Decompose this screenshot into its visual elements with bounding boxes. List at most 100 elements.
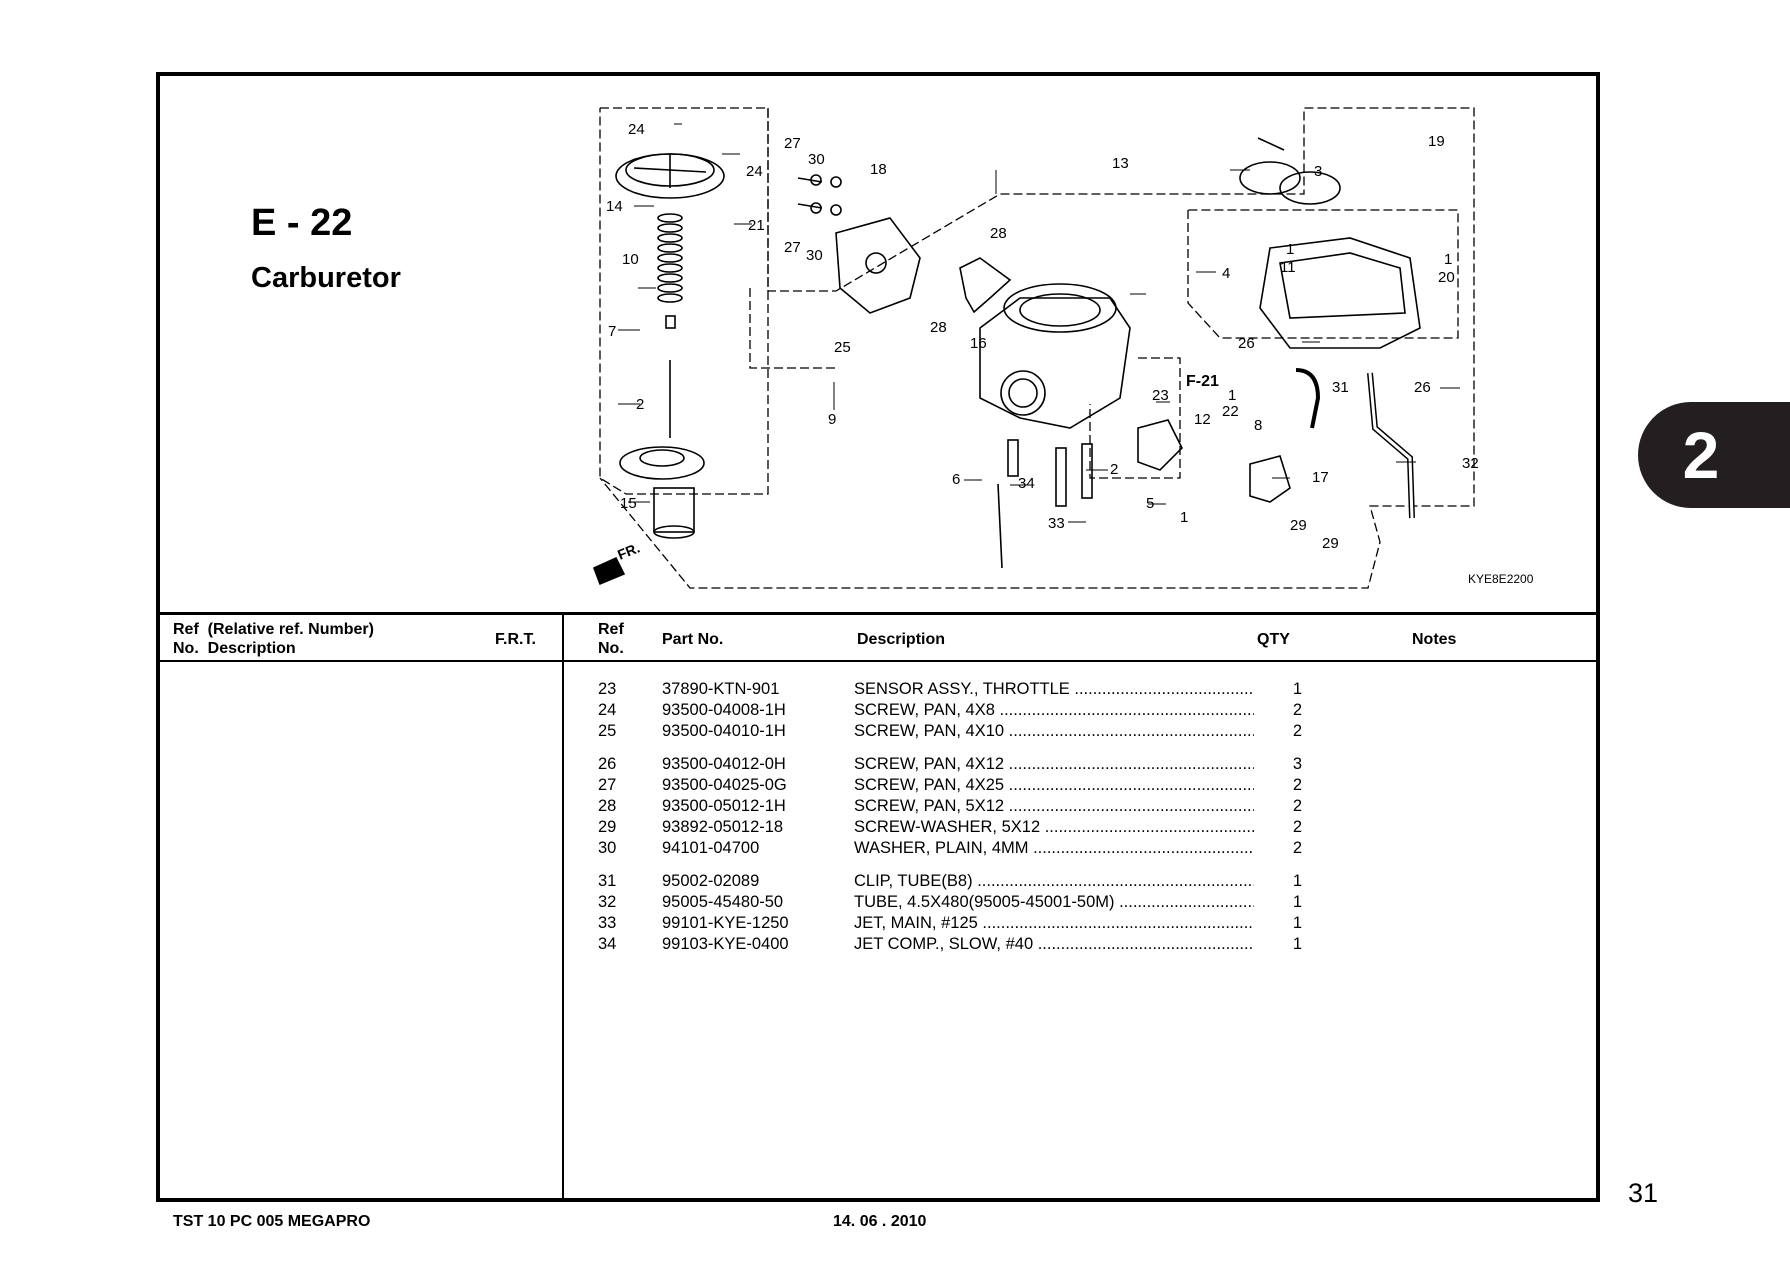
callout-33: 33 xyxy=(1048,515,1065,532)
callout-29b: 29 xyxy=(1322,535,1339,552)
callout-31: 31 xyxy=(1332,379,1349,396)
part-qty: 2 xyxy=(1274,701,1302,720)
part-description: SCREW, PAN, 4X25 xyxy=(854,776,1254,795)
part-qty: 1 xyxy=(1274,914,1302,933)
chapter-tab: 2 xyxy=(1638,402,1790,508)
table-top-rule xyxy=(156,612,1600,615)
callout-18: 18 xyxy=(870,161,887,178)
part-description: WASHER, PLAIN, 4MM xyxy=(854,839,1254,858)
callout-13: 13 xyxy=(1112,155,1129,172)
callout-32: 32 xyxy=(1462,455,1479,472)
part-number: 93892-05012-18 xyxy=(662,818,784,836)
part-description: SCREW, PAN, 4X12 xyxy=(854,755,1254,774)
parts-ref: 26 xyxy=(598,755,617,773)
part-description: SCREW, PAN, 4X8 xyxy=(854,701,1254,720)
part-qty: 1 xyxy=(1274,935,1302,954)
callout-16: 16 xyxy=(970,335,987,352)
part-number: 94101-04700 xyxy=(662,839,760,857)
callout-11: 11 xyxy=(1280,259,1296,276)
part-number: 93500-04012-0H xyxy=(662,755,786,773)
document-date: 14. 06 . 2010 xyxy=(833,1213,927,1230)
callout-28b: 28 xyxy=(930,319,947,336)
callout-1d: 1 xyxy=(1180,509,1188,526)
document-code: TST 10 PC 005 MEGAPRO xyxy=(173,1213,371,1230)
header-no-label: No. xyxy=(173,640,199,657)
parts-ref: 29 xyxy=(598,818,617,836)
parts-ref: 32 xyxy=(598,893,617,911)
part-number: 93500-04010-1H xyxy=(662,722,786,740)
part-description: SCREW, PAN, 4X10 xyxy=(854,722,1254,741)
parts-ref: 24 xyxy=(598,701,617,719)
callout-34: 34 xyxy=(1018,475,1035,492)
part-qty: 1 xyxy=(1274,872,1302,891)
callout-30b: 30 xyxy=(806,247,823,264)
part-description: CLIP, TUBE(B8) xyxy=(854,872,1254,891)
table-header-rule xyxy=(156,660,1600,662)
diagram-code: KYE8E2200 xyxy=(1468,572,1534,586)
header-frt: F.R.T. xyxy=(495,631,536,648)
part-number: 93500-04025-0G xyxy=(662,776,787,794)
parts-ref: 25 xyxy=(598,722,617,740)
callout-29: 29 xyxy=(1290,517,1307,534)
part-qty: 3 xyxy=(1274,755,1302,774)
callout-26: 26 xyxy=(1238,335,1255,352)
parts-ref: 34 xyxy=(598,935,617,953)
callout-14: 14 xyxy=(606,198,623,215)
part-number: 93500-05012-1H xyxy=(662,797,786,815)
part-number: 99101-KYE-1250 xyxy=(662,914,789,932)
section-title: Carburetor xyxy=(251,262,401,294)
page-frame xyxy=(156,72,1600,1202)
header-notes: Notes xyxy=(1412,631,1457,648)
exploded-parts-diagram: 24 24 27 30 18 13 19 3 14 21 27 30 10 28… xyxy=(592,107,1479,589)
callout-8: 8 xyxy=(1254,417,1262,434)
callout-28: 28 xyxy=(990,225,1007,242)
part-qty: 2 xyxy=(1274,722,1302,741)
part-qty: 2 xyxy=(1274,818,1302,837)
header-ref-no: No. xyxy=(598,640,624,657)
callout-17: 17 xyxy=(1312,469,1329,486)
callout-7: 7 xyxy=(608,323,616,340)
parts-ref: 31 xyxy=(598,872,617,890)
callout-12: 12 xyxy=(1194,411,1211,428)
parts-ref: 23 xyxy=(598,680,617,698)
table-column-divider xyxy=(562,612,564,1200)
section-code: E - 22 xyxy=(251,202,353,244)
callout-23: 23 xyxy=(1152,387,1169,404)
parts-ref: 28 xyxy=(598,797,617,815)
header-ref: Ref xyxy=(598,621,624,638)
part-qty: 1 xyxy=(1274,893,1302,912)
callout-6: 6 xyxy=(952,471,960,488)
header-ref-label: Ref xyxy=(173,621,199,638)
part-number: 95002-02089 xyxy=(662,872,760,890)
callout-21: 21 xyxy=(748,217,765,234)
callout-1c: 1 xyxy=(1228,387,1236,404)
callout-2: 2 xyxy=(636,396,644,413)
callout-10: 10 xyxy=(622,251,639,268)
part-qty: 2 xyxy=(1274,797,1302,816)
callout-1: 1 xyxy=(1286,241,1294,258)
header-relative-ref: (Relative ref. Number) xyxy=(207,621,374,638)
callout-19: 19 xyxy=(1428,133,1445,150)
callout-30: 30 xyxy=(808,151,825,168)
callout-2b: 2 xyxy=(1110,461,1118,478)
callout-22: 22 xyxy=(1222,403,1239,420)
part-qty: 2 xyxy=(1274,839,1302,858)
part-number: 95005-45480-50 xyxy=(662,893,784,911)
part-number: 37890-KTN-901 xyxy=(662,680,780,698)
callout-24b: 24 xyxy=(746,163,763,180)
callout-15: 15 xyxy=(620,495,637,512)
part-description: JET COMP., SLOW, #40 xyxy=(854,935,1254,954)
part-description: TUBE, 4.5X480(95005-45001-50M) xyxy=(854,893,1254,912)
parts-ref: 33 xyxy=(598,914,617,932)
callout-5: 5 xyxy=(1146,495,1154,512)
chapter-tab-number: 2 xyxy=(1682,418,1720,492)
front-label: FR. xyxy=(615,539,642,562)
header-description: Description xyxy=(857,631,946,648)
part-qty: 2 xyxy=(1274,776,1302,795)
part-number: 99103-KYE-0400 xyxy=(662,935,789,953)
parts-ref: 30 xyxy=(598,839,617,857)
header-part-no: Part No. xyxy=(662,631,724,648)
callout-27b: 27 xyxy=(784,239,801,256)
part-description: SENSOR ASSY., THROTTLE xyxy=(854,680,1254,699)
callout-3: 3 xyxy=(1314,163,1322,180)
